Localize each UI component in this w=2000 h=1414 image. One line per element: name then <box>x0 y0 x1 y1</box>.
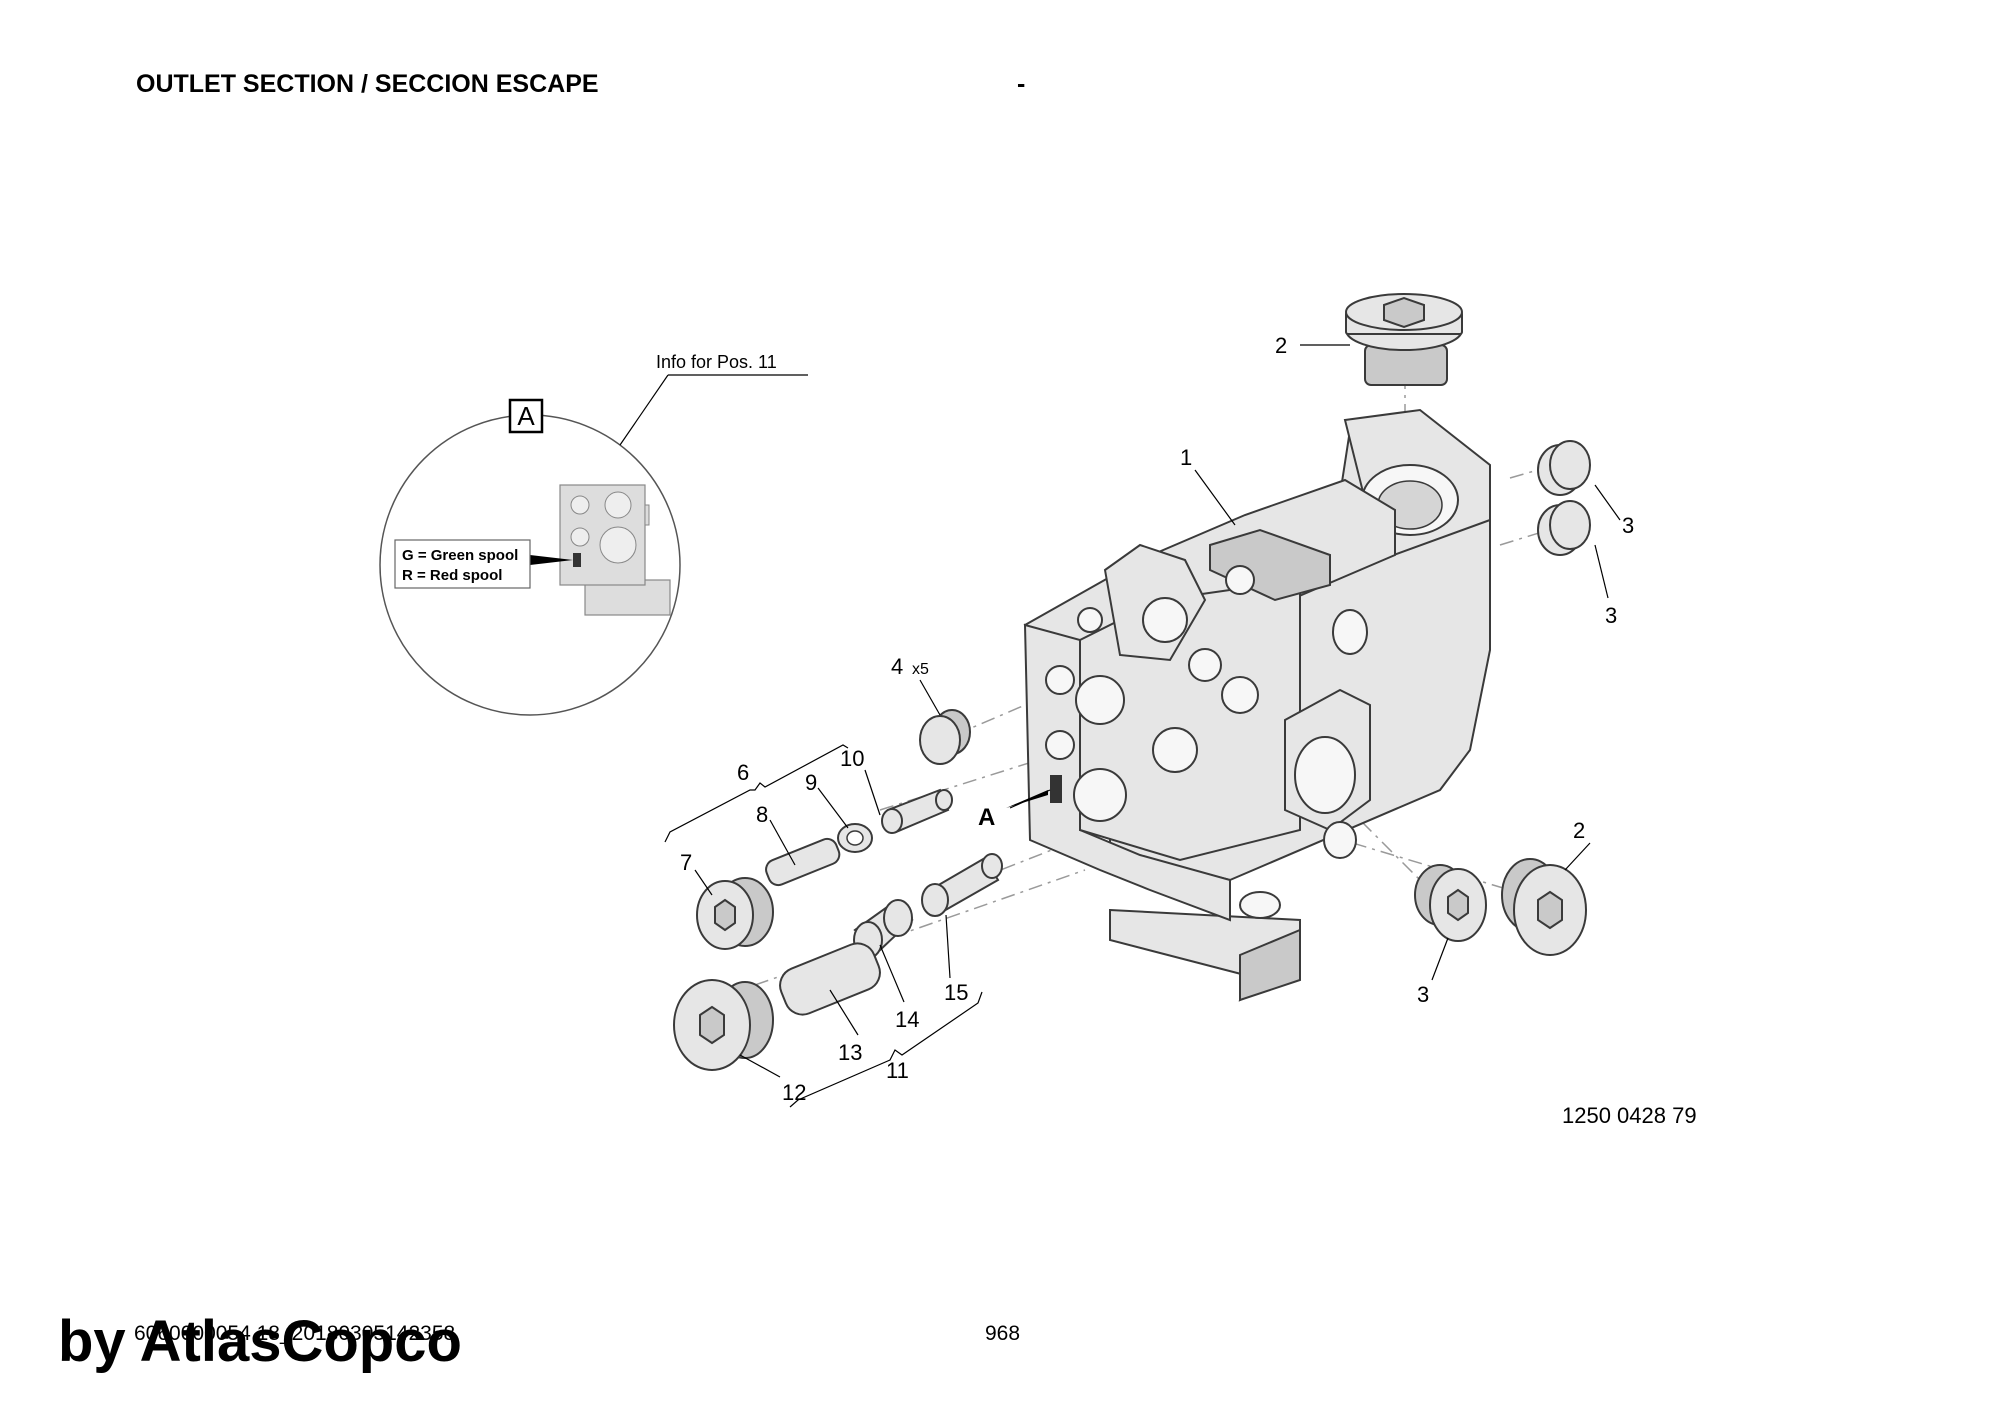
plug-2-top <box>1345 293 1463 386</box>
page-title: OUTLET SECTION / SECCION ESCAPE <box>136 70 599 98</box>
part-8-spring <box>765 837 841 887</box>
page-number: 968 <box>985 1322 1021 1345</box>
callout-11: 11 <box>886 1058 909 1083</box>
info-for-pos-11: Info for Pos. 11 <box>656 352 777 372</box>
callout-3-c: 3 <box>1417 982 1429 1007</box>
part-10-spool <box>881 788 953 834</box>
legend-red-spool: R = Red spool <box>402 567 502 584</box>
plugs-right-side <box>1414 858 1587 956</box>
callout-12: 12 <box>782 1080 806 1105</box>
part-4-plug <box>919 709 971 765</box>
callout-2-top: 2 <box>1275 333 1287 358</box>
part-12-plug <box>673 979 774 1071</box>
part-13-spring <box>779 942 881 1016</box>
callout-1: 1 <box>1180 445 1192 470</box>
callout-15: 15 <box>944 980 968 1005</box>
callout-4: 4 <box>891 654 903 679</box>
callout-4-qty: x5 <box>912 661 929 678</box>
callout-13: 13 <box>838 1040 862 1065</box>
callout-3-b: 3 <box>1605 603 1617 628</box>
callout-9: 9 <box>805 770 817 795</box>
marker-a: A <box>978 804 995 831</box>
spool-legend-box <box>394 539 531 589</box>
callout-numbers: 2 1 3 3 4 x5 10 6 9 8 7 A 2 3 15 14 13 1… <box>680 333 1634 1105</box>
callout-14: 14 <box>895 1007 919 1032</box>
detail-valve-miniature <box>530 484 671 616</box>
spool-marker-a <box>1050 775 1062 803</box>
leader-lines <box>664 344 1621 1108</box>
part-7-plug <box>696 877 774 950</box>
spool-color-marker <box>573 553 581 567</box>
part-number: 1250 0428 79 <box>1562 1103 1697 1128</box>
valve-body <box>1023 408 1491 1002</box>
callout-7: 7 <box>680 850 692 875</box>
part-15-spool <box>921 853 1003 917</box>
part-9-washer <box>837 823 873 853</box>
callout-2-right: 2 <box>1573 818 1585 843</box>
title-separator: - <box>1017 70 1026 98</box>
legend-green-spool: G = Green spool <box>402 547 518 564</box>
watermark-text: by AtlasCopco <box>58 1309 462 1374</box>
plug-3-upper <box>1537 440 1591 556</box>
detail-label-box <box>508 398 544 434</box>
callout-10: 10 <box>840 746 864 771</box>
detail-label-a: A <box>517 401 535 431</box>
callout-6: 6 <box>737 760 749 785</box>
callout-3-a: 3 <box>1622 513 1634 538</box>
detail-a-view: A Info for Pos. 11 G = Green spool R = R… <box>379 352 808 716</box>
document-id: 6060000054 18_20180305142358 <box>134 1322 456 1345</box>
callout-8: 8 <box>756 802 768 827</box>
